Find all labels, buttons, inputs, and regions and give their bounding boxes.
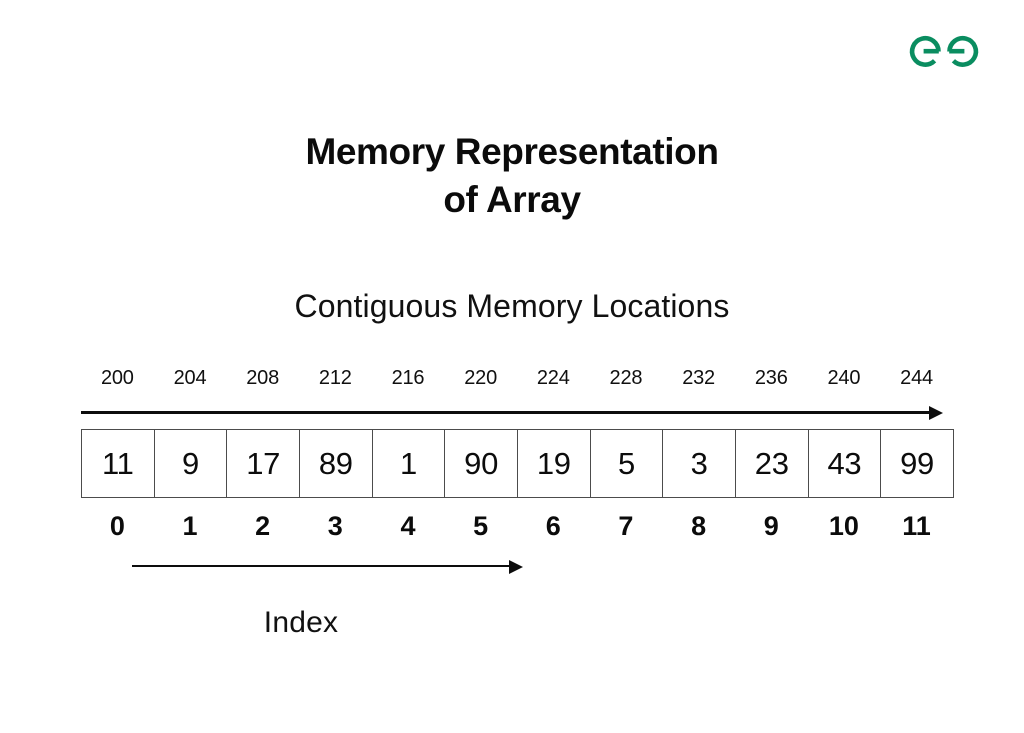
memory-address-label: 200 [100, 367, 134, 389]
array-index-label: 9 [763, 510, 779, 541]
page-title: Memory Representation of Array [0, 128, 1024, 224]
index-arrow-head-icon [509, 559, 523, 574]
array-cell: 11 [82, 430, 155, 498]
array-cell: 5 [590, 430, 664, 498]
memory-address-label: 212 [318, 367, 352, 389]
memory-arrow-head-icon [929, 405, 943, 420]
array-cell: 43 [808, 430, 882, 498]
array-index-label: 6 [545, 510, 561, 541]
array-cell: 3 [663, 430, 736, 498]
array-index-label: 5 [473, 510, 489, 541]
array-cell: 9 [154, 430, 228, 498]
array-cell: 99 [881, 430, 954, 498]
array-cell: 23 [735, 430, 809, 498]
memory-address-label: 244 [900, 367, 933, 389]
index-direction-arrow [81, 556, 953, 578]
memory-arrow-shaft [81, 411, 936, 414]
index-arrow-shaft [132, 565, 515, 568]
array-index-row: 0 1 2 3 4 5 6 7 8 9 10 11 [81, 509, 953, 543]
page-title-line-2: of Array [443, 178, 581, 220]
array-index-label: 10 [828, 510, 859, 541]
memory-address-label: 232 [682, 367, 715, 389]
array-index-label: 2 [255, 510, 271, 541]
array-index-label: 7 [618, 510, 634, 541]
array-index-label: 3 [327, 510, 343, 541]
array-index-label: 4 [400, 510, 416, 541]
memory-address-label: 216 [391, 367, 425, 389]
page-title-line-1: Memory Representation [305, 130, 719, 172]
array-cell: 17 [227, 430, 300, 498]
memory-address-row: 200 204 208 212 216 220 224 228 232 236 240 244 [81, 358, 953, 388]
memory-address-label: 204 [173, 367, 207, 389]
array-cell: 89 [299, 430, 373, 498]
geeksforgeeks-logo [905, 28, 983, 74]
index-caption: Index [263, 606, 339, 639]
array-index-label: 1 [182, 510, 198, 541]
memory-address-label: 220 [464, 367, 497, 389]
array-index-label: 8 [691, 510, 707, 541]
array-cell: 1 [372, 430, 446, 498]
section-subtitle: Contiguous Memory Locations [294, 288, 730, 324]
memory-address-label: 224 [536, 367, 570, 389]
memory-address-label: 228 [609, 367, 643, 389]
array-cell: 90 [445, 430, 518, 498]
memory-address-label: 240 [827, 367, 861, 389]
memory-address-label: 236 [754, 367, 788, 389]
memory-address-label: 208 [246, 367, 280, 389]
memory-direction-arrow [81, 401, 953, 425]
array-index-label: 11 [902, 510, 931, 541]
array-cell: 19 [517, 430, 591, 498]
array-index-label: 0 [109, 510, 125, 541]
